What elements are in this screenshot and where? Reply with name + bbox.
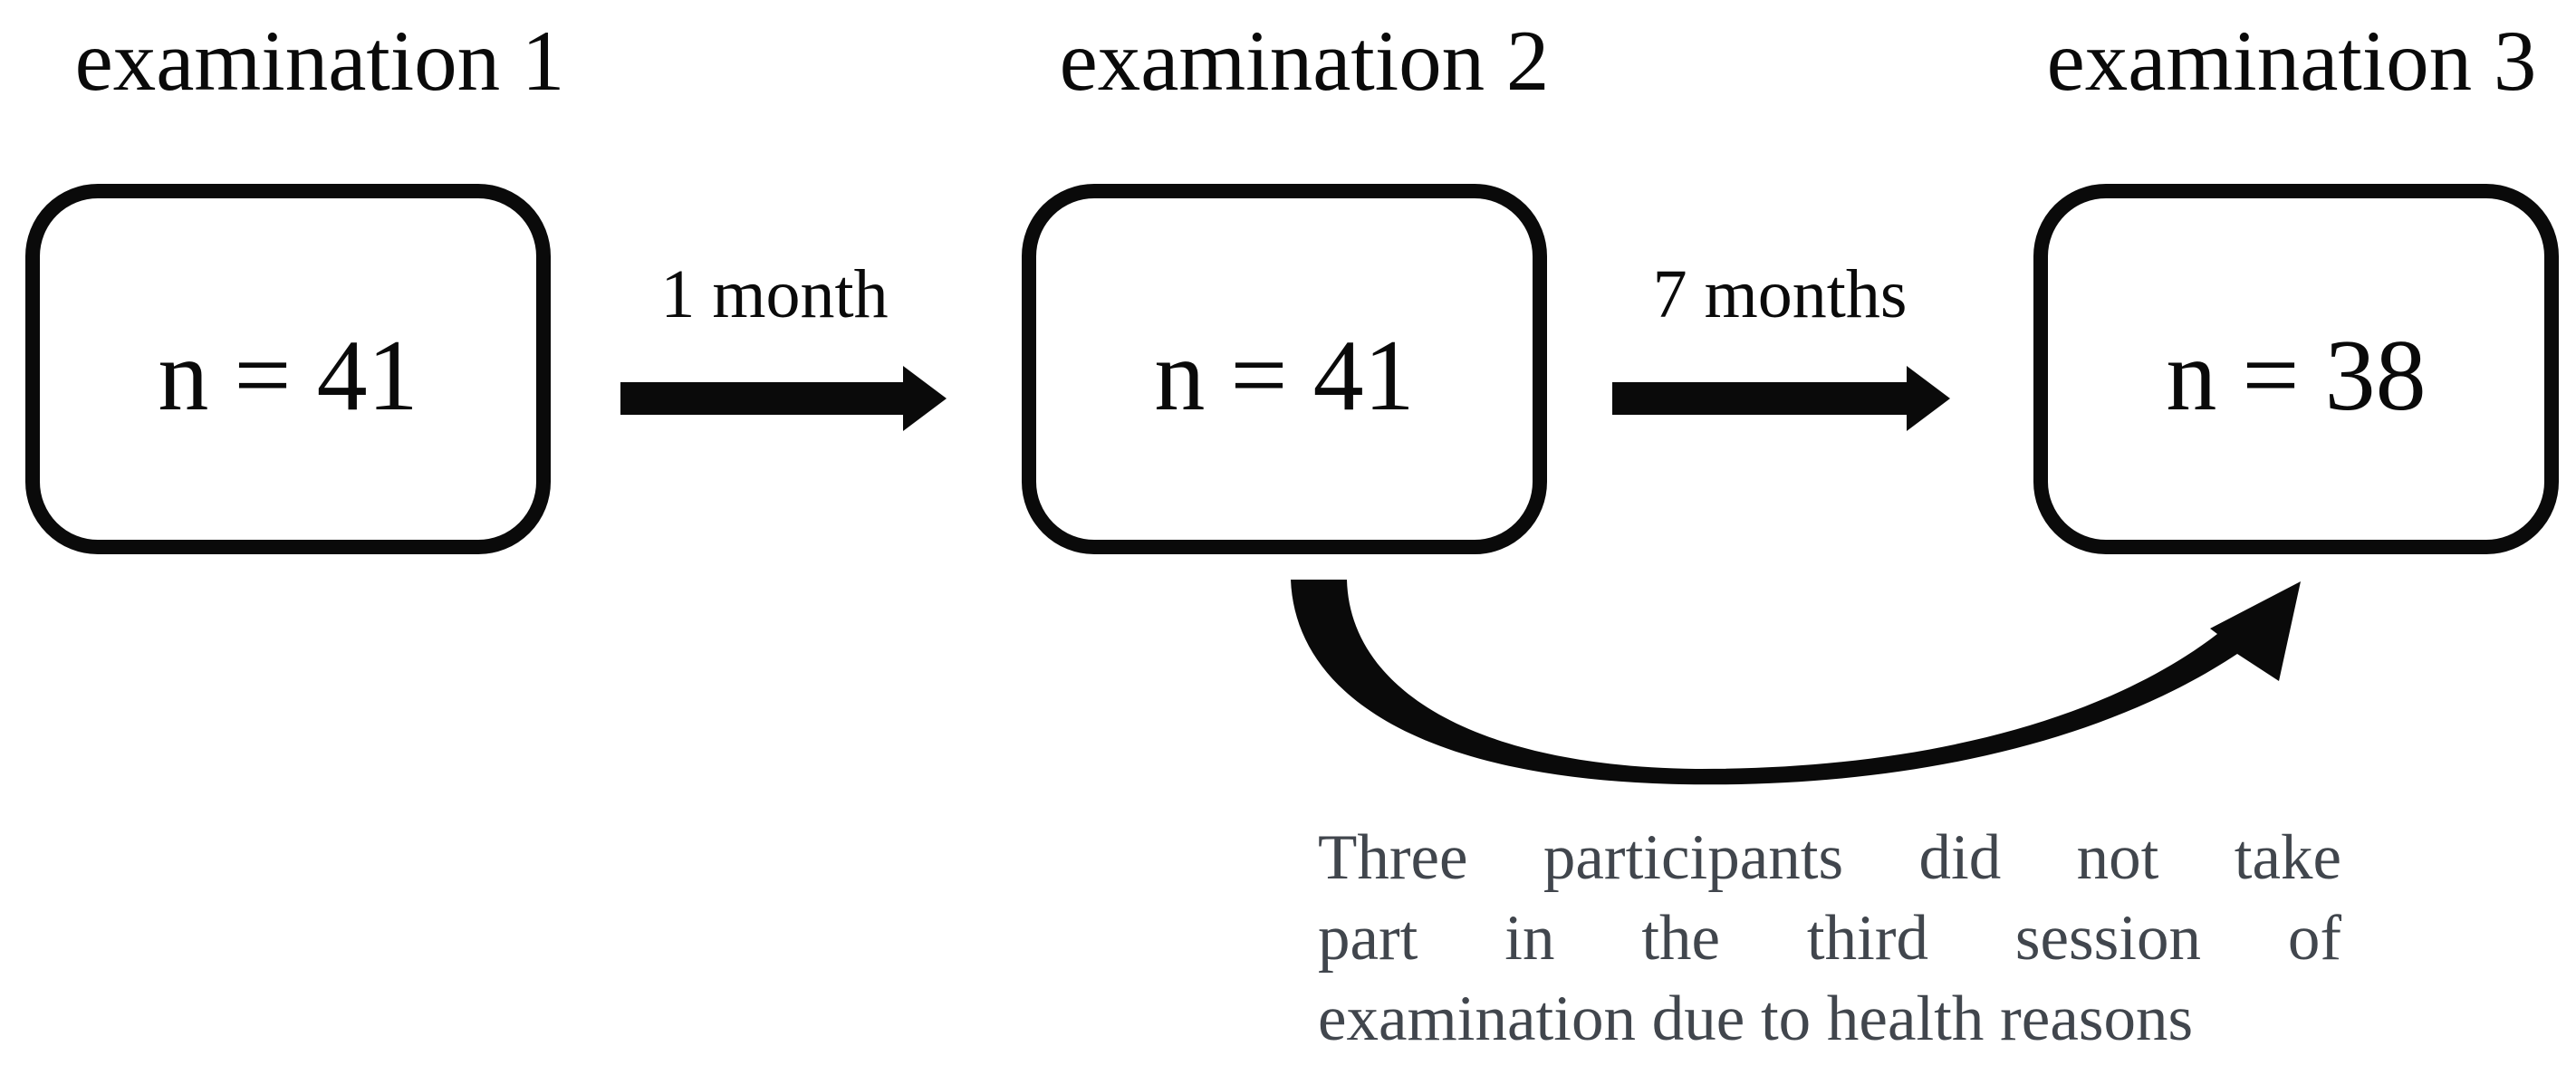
examination-3-sample-size: n = 38 xyxy=(2166,319,2427,432)
examination-1-box: n = 41 xyxy=(25,184,551,554)
dropout-note-line-1: Three participants did not take xyxy=(1318,822,2341,893)
dropout-note-line-2: part in the third session of xyxy=(1318,903,2341,974)
examination-2-box: n = 41 xyxy=(1022,184,1547,554)
stage-heading-examination-1: examination 1 xyxy=(74,13,565,109)
stage-heading-examination-2: examination 2 xyxy=(1059,13,1550,109)
examination-2-sample-size: n = 41 xyxy=(1154,319,1415,432)
right-arrow-1-icon xyxy=(620,366,947,431)
interval-label-1-month: 1 month xyxy=(660,256,889,332)
right-arrow-2-icon xyxy=(1612,366,1950,431)
dropout-note-line-3: examination due to health reasons xyxy=(1318,984,2194,1054)
interval-label-7-months: 7 months xyxy=(1652,256,1908,332)
dropout-note: Three participants did not take part in … xyxy=(1318,818,2341,1060)
examination-3-box: n = 38 xyxy=(2033,184,2559,554)
examination-1-sample-size: n = 41 xyxy=(158,319,418,432)
stage-heading-examination-3: examination 3 xyxy=(2046,13,2537,109)
dropout-curved-arrow-icon xyxy=(1291,580,2301,785)
